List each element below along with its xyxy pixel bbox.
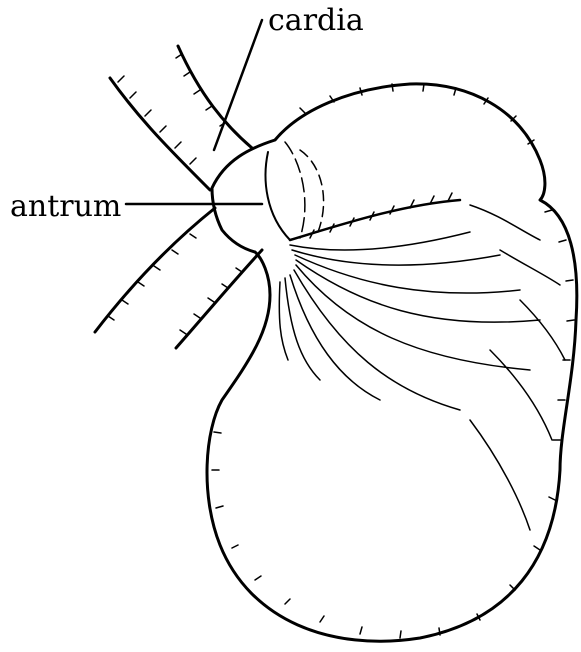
antrum-fold	[266, 152, 290, 240]
tube-lower-inner	[176, 250, 262, 348]
cardia-label: cardia	[268, 6, 364, 36]
lesser-curvature	[290, 200, 460, 240]
tube-upper-inner	[178, 46, 252, 148]
tube-upper-outer	[110, 78, 210, 190]
antrum-label: antrum	[10, 192, 121, 222]
tube-lower-outer	[95, 208, 215, 332]
rugae-folds	[279, 205, 565, 530]
stomach-outline	[207, 84, 577, 641]
lesser-curvature-hatch	[310, 193, 452, 238]
cardia-leader-line	[214, 20, 262, 150]
antrum-fold-2	[285, 142, 305, 238]
